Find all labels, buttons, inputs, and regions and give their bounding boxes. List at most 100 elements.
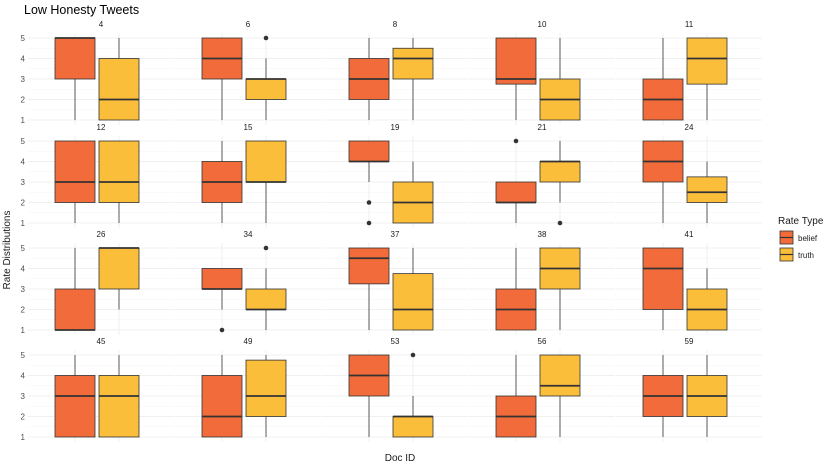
box-iqr <box>539 161 581 183</box>
facet-label: 15 <box>244 123 253 132</box>
facet-panel-38: 38 <box>469 230 615 335</box>
facet-panel-21: 21 <box>469 123 615 228</box>
facet-panel-19: 19 <box>322 123 468 228</box>
box-iqr <box>348 140 390 162</box>
facet-panel-6: 6 <box>175 20 321 125</box>
facet-label: 26 <box>97 230 106 239</box>
box-iqr <box>348 247 390 285</box>
belief-box-41 <box>642 247 684 330</box>
box-iqr <box>495 181 537 203</box>
box-iqr <box>98 247 140 290</box>
facet-label: 11 <box>685 20 694 29</box>
facet-panel-49: 49 <box>175 337 321 442</box>
outlier-point <box>410 352 416 358</box>
belief-box-53 <box>348 354 390 437</box>
truth-box-12 <box>98 140 140 223</box>
facet-label: 38 <box>538 230 547 239</box>
box-iqr <box>245 78 287 100</box>
truth-box-53 <box>392 352 434 438</box>
box-iqr <box>686 37 728 85</box>
box-iqr <box>539 354 581 397</box>
box-iqr <box>245 140 287 183</box>
facet-label: 34 <box>244 230 253 239</box>
truth-box-19 <box>392 161 434 224</box>
y-tick-label: 3 <box>21 285 26 294</box>
y-tick-label: 3 <box>21 392 26 401</box>
truth-box-4 <box>98 38 140 121</box>
box-iqr <box>245 288 287 310</box>
outlier-point <box>366 220 372 226</box>
facet-label: 59 <box>685 337 694 346</box>
belief-box-37 <box>348 247 390 330</box>
outlier-point <box>366 200 372 205</box>
y-tick-label: 5 <box>21 351 26 360</box>
truth-box-49 <box>245 355 287 437</box>
y-tick-label: 1 <box>21 219 26 228</box>
belief-box-6 <box>201 37 243 120</box>
box-iqr <box>245 359 287 417</box>
y-tick-label: 2 <box>21 199 26 208</box>
box-iqr <box>392 47 434 80</box>
box-iqr <box>495 37 537 85</box>
facet-label: 37 <box>391 230 400 239</box>
legend-label-belief: belief <box>798 234 818 243</box>
facet-panel-59: 59 <box>616 337 762 442</box>
box-iqr <box>201 268 243 290</box>
truth-box-38 <box>539 247 581 330</box>
y-tick-label: 1 <box>21 116 26 125</box>
belief-box-19 <box>348 140 390 226</box>
truth-box-21 <box>539 141 581 226</box>
belief-box-4 <box>54 37 96 120</box>
truth-box-15 <box>245 140 287 223</box>
facet-label: 19 <box>391 123 400 132</box>
box-iqr <box>98 375 140 438</box>
y-tick-label: 3 <box>21 75 26 84</box>
truth-box-34 <box>245 245 287 330</box>
truth-box-59 <box>686 355 728 437</box>
facet-label: 53 <box>391 337 400 346</box>
facet-panel-10: 10 <box>469 20 615 125</box>
legend-title: Rate Type <box>778 216 824 227</box>
belief-box-56 <box>495 355 537 438</box>
box-iqr <box>54 288 96 331</box>
box-iqr <box>54 140 96 203</box>
facet-label: 21 <box>538 123 547 132</box>
truth-box-26 <box>98 247 140 310</box>
facet-label: 6 <box>246 20 251 29</box>
y-tick-label: 3 <box>21 178 26 187</box>
belief-box-10 <box>495 37 537 120</box>
y-tick-label: 4 <box>21 158 26 167</box>
y-tick-label: 1 <box>21 326 26 335</box>
facet-panel-37: 37 <box>322 230 468 335</box>
outlier-point <box>219 327 225 333</box>
box-iqr <box>98 58 140 121</box>
outlier-point <box>263 35 269 41</box>
belief-box-59 <box>642 355 684 437</box>
box-iqr <box>642 247 684 310</box>
y-tick-label: 4 <box>21 265 26 274</box>
facet-label: 24 <box>685 123 694 132</box>
facet-panel-53: 53 <box>322 337 468 442</box>
facet-label: 49 <box>244 337 253 346</box>
belief-box-8 <box>348 38 390 120</box>
truth-box-45 <box>98 355 140 438</box>
facet-label: 10 <box>538 20 547 29</box>
belief-box-38 <box>495 248 537 331</box>
box-iqr <box>392 416 434 438</box>
facet-panel-8: 8 <box>322 20 468 125</box>
truth-box-37 <box>392 248 434 331</box>
y-tick-label: 2 <box>21 306 26 315</box>
truth-box-6 <box>245 35 287 120</box>
chart-title: Low Honesty Tweets <box>24 3 139 17</box>
facet-panel-24: 24 <box>616 123 762 228</box>
y-tick-label: 5 <box>21 137 26 146</box>
outlier-point <box>557 220 563 226</box>
y-tick-label: 2 <box>21 96 26 105</box>
belief-box-49 <box>201 355 243 438</box>
